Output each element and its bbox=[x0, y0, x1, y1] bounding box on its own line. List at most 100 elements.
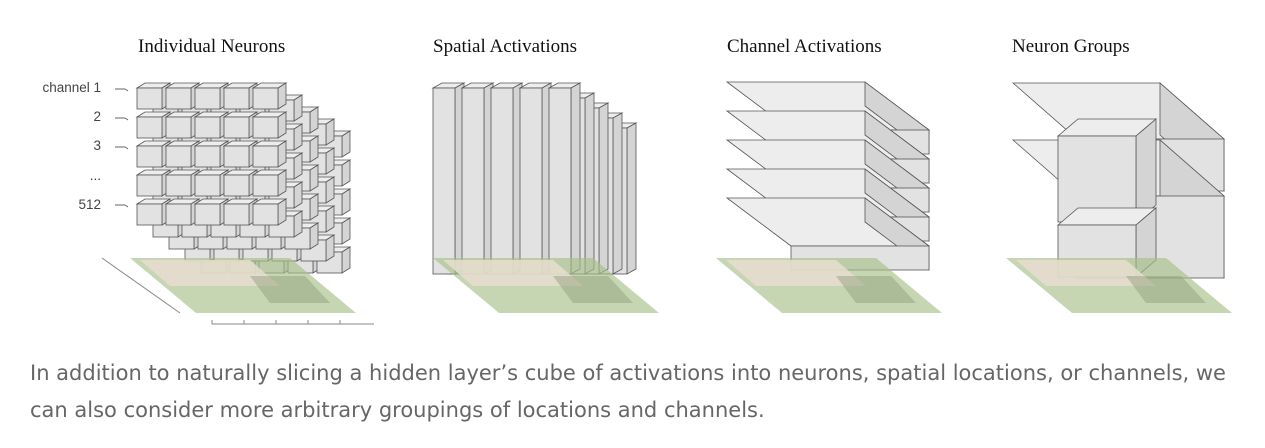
neuron-cube-0-0-1-front bbox=[165, 87, 192, 110]
group-block-front-top-side bbox=[1135, 118, 1157, 223]
input-image-1-subject bbox=[140, 260, 280, 286]
neuron-cube-0-1-2 bbox=[193, 111, 230, 139]
neuron-cube-0-1-0 bbox=[135, 111, 172, 139]
neuron-cube-4-2-4-side bbox=[341, 188, 351, 216]
input-image-3-shadow bbox=[836, 276, 916, 303]
spatial-column-0-2 bbox=[489, 82, 524, 275]
input-image-3-subject bbox=[726, 260, 866, 286]
spatial-column-4-4-side bbox=[626, 122, 637, 275]
spatial-column-0-1-front bbox=[461, 87, 485, 275]
input-image-1-shadow bbox=[250, 276, 330, 303]
neuron-cube-0-2-3-front bbox=[223, 145, 250, 168]
neuron-cube-0-3-0-front bbox=[136, 174, 163, 197]
channel-tick-hook-1 bbox=[124, 117, 129, 121]
neuron-grid-cube bbox=[101, 82, 374, 325]
figure-caption: In addition to naturally slicing a hidde… bbox=[30, 361, 1226, 422]
activation-cube-diagram bbox=[101, 81, 1232, 325]
channel-slab-stack bbox=[725, 81, 931, 271]
neuron-cube-0-2-1 bbox=[164, 140, 201, 168]
neuron-cube-0-4-3 bbox=[222, 198, 259, 226]
spatial-column-0-3 bbox=[518, 82, 553, 275]
neuron-cube-4-0-4-side bbox=[341, 130, 351, 158]
neuron-cube-2-2-4-side bbox=[309, 164, 319, 192]
neuron-cube-0-1-1-front bbox=[165, 116, 192, 139]
neuron-cube-0-3-0 bbox=[135, 169, 172, 197]
channel-label-3: 3 bbox=[93, 138, 101, 153]
neuron-cube-0-3-4-front bbox=[252, 174, 279, 197]
neuron-cube-4-1-4-side bbox=[341, 159, 351, 187]
neuron-cube-2-4-4-side bbox=[309, 222, 319, 250]
spatial-column-0-4-side bbox=[570, 82, 581, 275]
panel-title-spatial-activations: Spatial Activations bbox=[433, 36, 578, 57]
neuron-cube-4-3-4-side bbox=[341, 217, 351, 245]
neuron-cube-0-0-2-front bbox=[194, 87, 221, 110]
neuron-cube-0-1-4-front bbox=[252, 116, 279, 139]
group-block-front-top bbox=[1056, 118, 1158, 223]
channel-label-ellipsis: ... bbox=[89, 168, 101, 183]
neuron-cube-2-3-4-side bbox=[309, 193, 319, 221]
neuron-cube-0-4-2-front bbox=[194, 203, 221, 226]
neuron-cube-0-3-1-front bbox=[165, 174, 192, 197]
neuron-cube-3-3-4-side bbox=[325, 205, 335, 233]
neuron-cube-0-1-4-side bbox=[277, 111, 287, 139]
neuron-cube-0-4-4-front bbox=[252, 203, 279, 226]
input-image-1 bbox=[130, 258, 356, 313]
channel-tick-hook-3 bbox=[124, 204, 129, 208]
neuron-cube-0-0-3-front bbox=[223, 87, 250, 110]
neuron-cube-3-2-4-side bbox=[325, 176, 335, 204]
neuron-cube-0-1-4 bbox=[251, 111, 288, 139]
channel-tick-hook-2 bbox=[124, 146, 129, 150]
neuron-cube-0-2-4-front bbox=[252, 145, 279, 168]
neuron-cube-0-2-1-front bbox=[165, 145, 192, 168]
spatial-column-0-0 bbox=[431, 82, 466, 275]
neuron-cube-0-0-1 bbox=[164, 82, 201, 110]
panel-title-neuron-groups: Neuron Groups bbox=[1012, 36, 1130, 57]
neuron-cube-0-1-3-front bbox=[223, 116, 250, 139]
neuron-cube-0-1-2-front bbox=[194, 116, 221, 139]
spatial-column-1-4-side bbox=[584, 92, 595, 275]
neuron-cube-0-2-0 bbox=[135, 140, 172, 168]
spatial-column-0-1 bbox=[460, 82, 495, 275]
neuron-cube-0-1-1 bbox=[164, 111, 201, 139]
neuron-cube-0-3-2-front bbox=[194, 174, 221, 197]
channel-label-1: channel 1 bbox=[42, 80, 101, 95]
spatial-column-0-0-front bbox=[432, 87, 456, 275]
neuron-cube-0-2-3 bbox=[222, 140, 259, 168]
input-image-2-shadow bbox=[553, 276, 633, 303]
neuron-cube-0-0-0-front bbox=[136, 87, 163, 110]
neuron-cube-0-2-2-front bbox=[194, 145, 221, 168]
neuron-cube-0-1-3 bbox=[222, 111, 259, 139]
input-image-4-shadow bbox=[1126, 276, 1206, 303]
panel-title-channel-activations: Channel Activations bbox=[727, 36, 882, 57]
neuron-cube-0-2-4-side bbox=[277, 140, 287, 168]
spatial-column-0-2-front bbox=[490, 87, 514, 275]
spatial-column-0-3-front bbox=[519, 87, 543, 275]
input-image-2 bbox=[433, 258, 659, 313]
input-image-2-subject bbox=[443, 260, 583, 286]
neuron-cube-0-4-1-front bbox=[165, 203, 192, 226]
axis-depth-1 bbox=[101, 257, 181, 314]
spatial-column-2-4-side bbox=[598, 102, 609, 275]
neuron-cube-0-3-2 bbox=[193, 169, 230, 197]
neuron-cube-0-0-4 bbox=[251, 82, 288, 110]
neuron-cube-0-2-2 bbox=[193, 140, 230, 168]
neuron-cube-3-4-4-side bbox=[325, 234, 335, 262]
neuron-cube-3-0-4-side bbox=[325, 118, 335, 146]
neuron-cube-0-0-3 bbox=[222, 82, 259, 110]
channel-label-512: 512 bbox=[78, 197, 101, 212]
spatial-column-cube bbox=[431, 82, 638, 275]
neuron-cube-0-4-4 bbox=[251, 198, 288, 226]
input-image-3 bbox=[716, 258, 942, 313]
neuron-cube-1-1-4-side bbox=[293, 123, 303, 151]
neuron-cube-1-2-4-side bbox=[293, 152, 303, 180]
neuron-cube-0-3-3 bbox=[222, 169, 259, 197]
neuron-cube-0-0-4-side bbox=[277, 82, 287, 110]
neuron-cube-0-2-4 bbox=[251, 140, 288, 168]
neuron-cube-0-0-0 bbox=[135, 82, 172, 110]
neuron-cube-3-1-4-side bbox=[325, 147, 335, 175]
panel-title-individual-neurons: Individual Neurons bbox=[138, 36, 286, 57]
spatial-column-3-4-side bbox=[612, 112, 623, 275]
neuron-cube-0-4-4-side bbox=[277, 198, 287, 226]
spatial-column-0-4-front bbox=[548, 87, 572, 275]
neuron-cube-2-1-4-side bbox=[309, 135, 319, 163]
